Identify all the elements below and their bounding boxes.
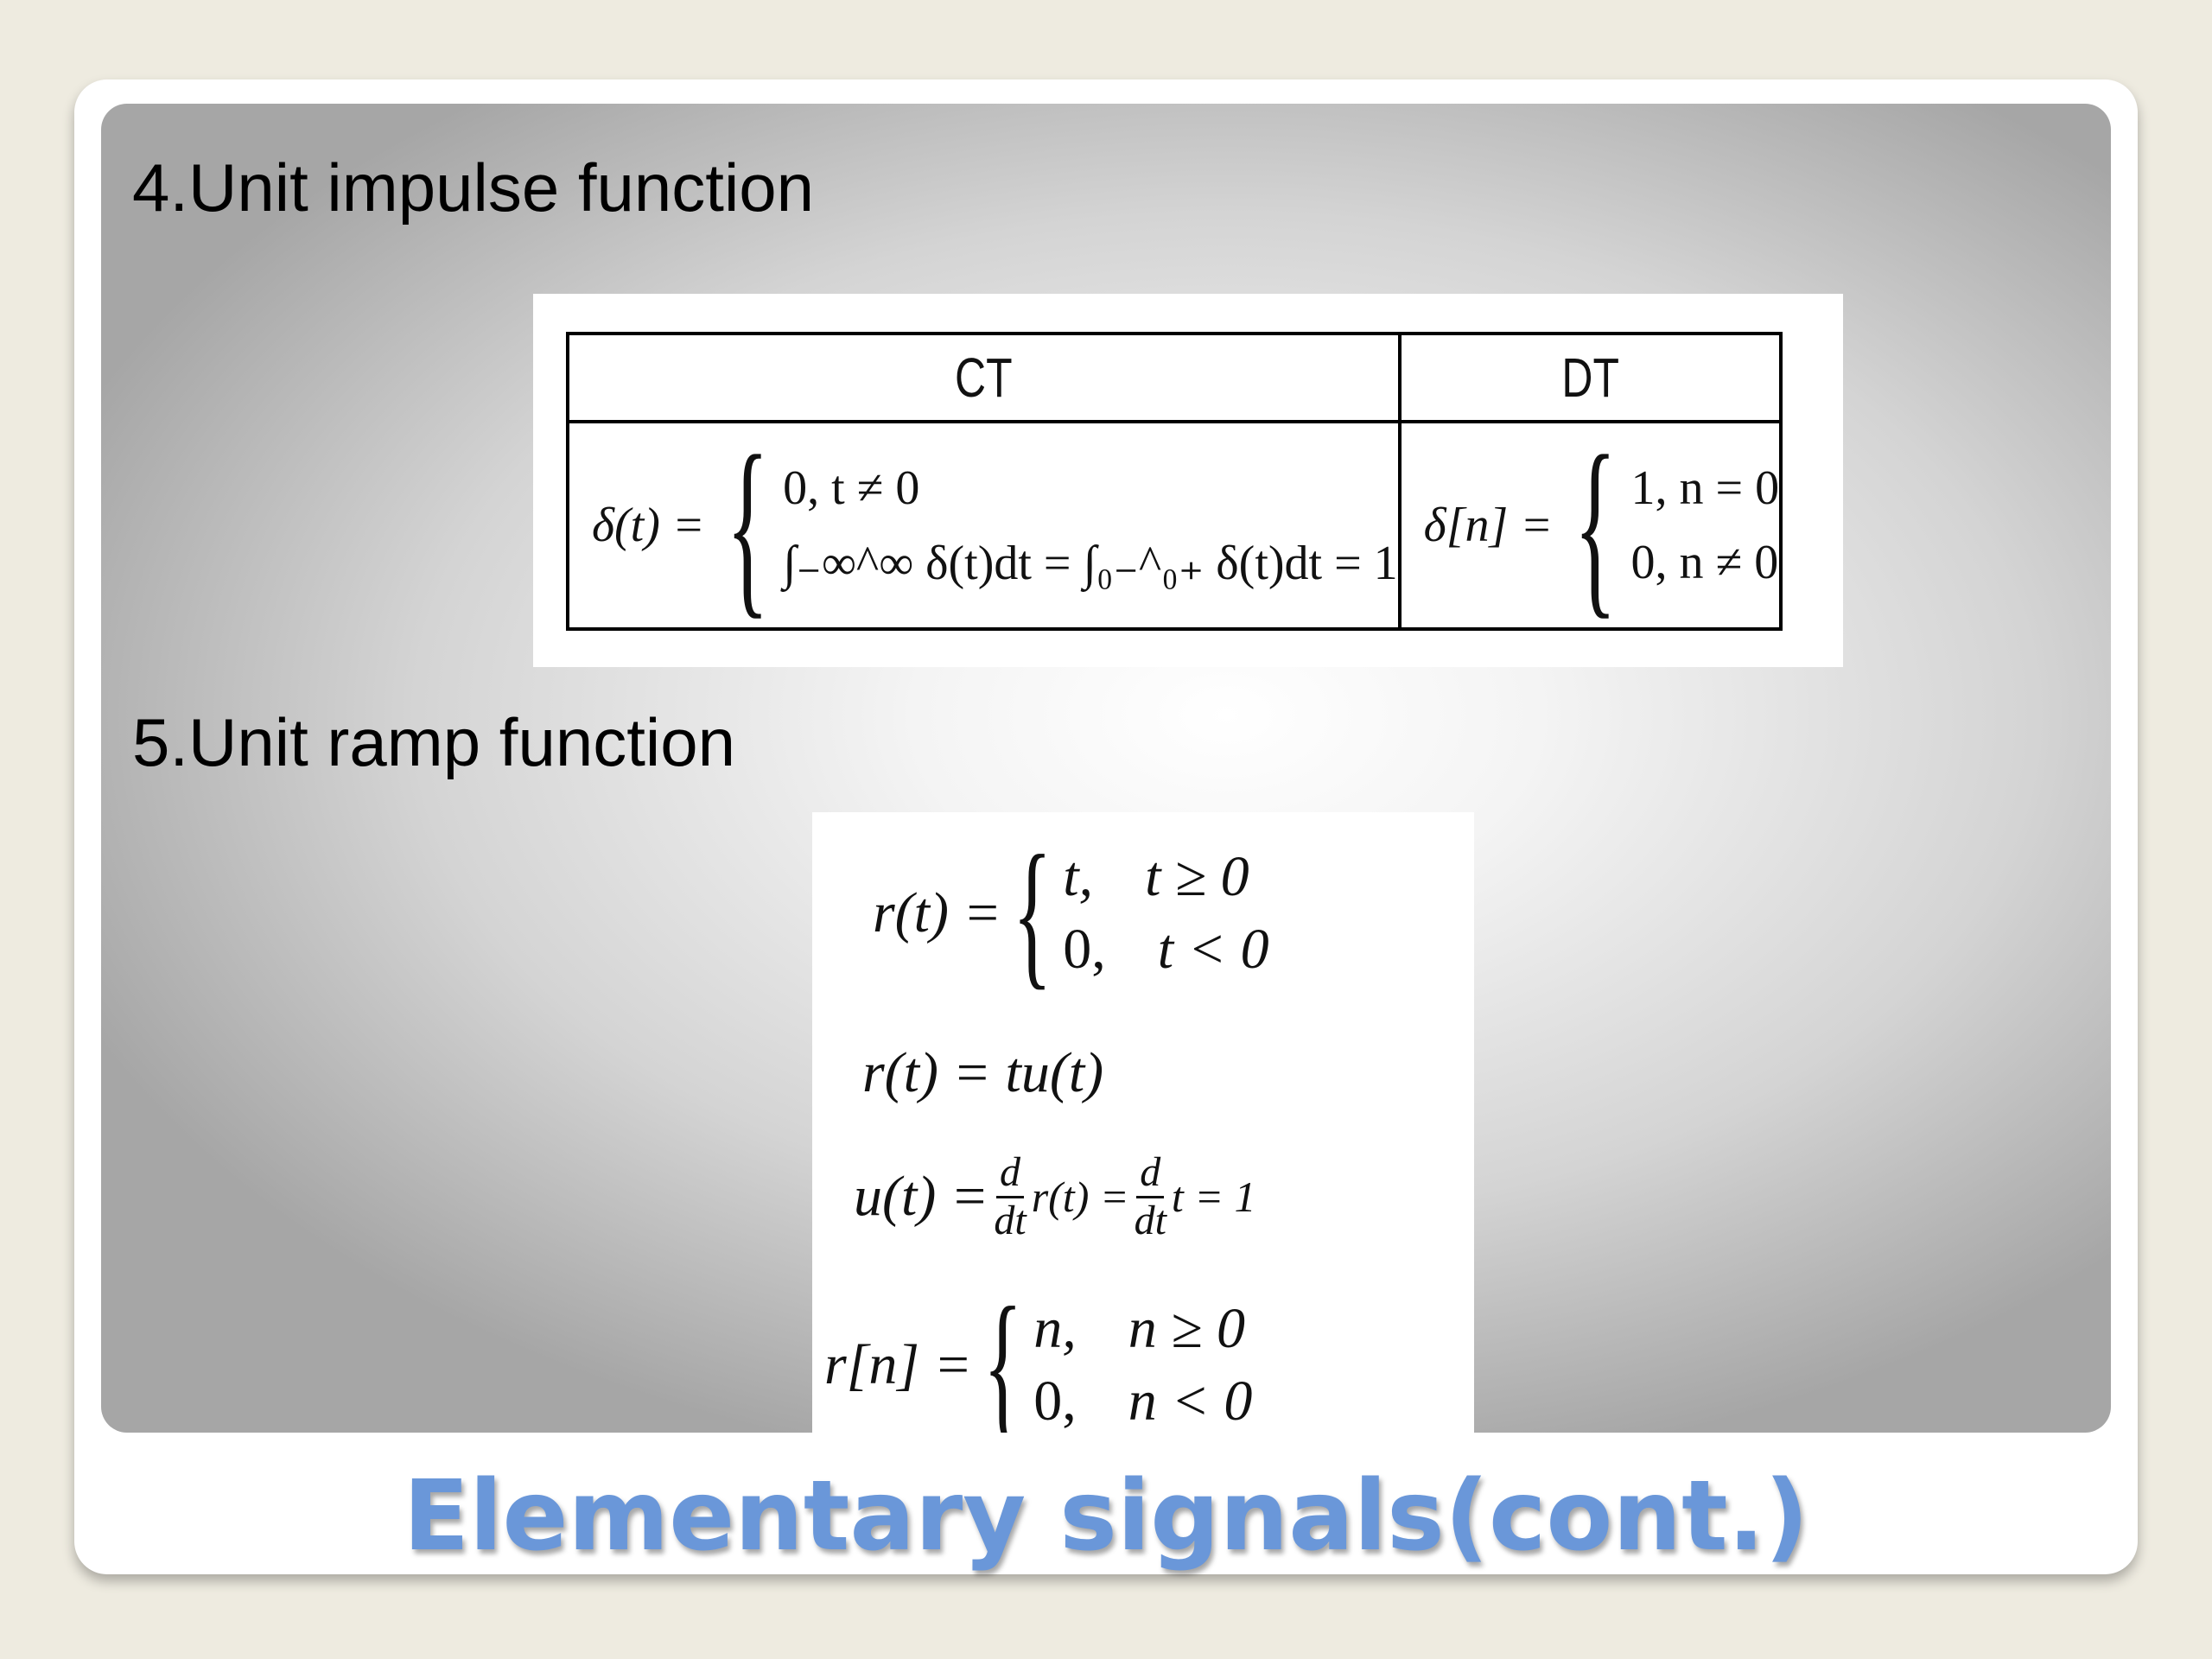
rn-case-1-value: n,: [1033, 1297, 1077, 1360]
dt-case-2: 0, n ≠ 0: [1630, 536, 1779, 589]
impulse-table-header-row: CT DT: [568, 332, 1781, 423]
ct-brace-icon: {: [726, 415, 769, 635]
ct-definition-cell: δ(t) = { 0, t ≠ 0 ∫₋∞^∞ δ(t)dt = ∫₀₋^₀₊ …: [566, 415, 1402, 635]
rn-case-2-cond: n < 0: [1128, 1370, 1253, 1433]
ramp-ut-derivative: u(t) = d dt r(t) = d dt t = 1: [854, 1132, 1256, 1262]
rt-brace-icon: {: [1012, 823, 1052, 1004]
dt-lhs: δ[n] =: [1423, 499, 1554, 552]
dt-definition-cell: δ[n] = { 1, n = 0 0, n ≠ 0: [1397, 415, 1783, 635]
ut-fraction-1: d dt: [994, 1148, 1027, 1243]
impulse-table-row: δ(t) = { 0, t ≠ 0 ∫₋∞^∞ δ(t)dt = ∫₀₋^₀₊ …: [566, 415, 1783, 635]
slide-title: Elementary signals(cont.): [403, 1460, 1809, 1573]
rt-case-2-cond: t < 0: [1157, 918, 1269, 981]
rt-lhs: r(t) =: [873, 881, 1002, 944]
rn-brace-icon: {: [982, 1274, 1023, 1433]
ut-lhs: u(t) =: [854, 1165, 989, 1228]
ct-case-2: ∫₋∞^∞ δ(t)dt = ∫₀₋^₀₊ δ(t)dt = 1: [783, 536, 1398, 590]
ramp-figure: r(t) = { t, t ≥ 0 0, t < 0 r(t) = tu(t) …: [812, 812, 1474, 1433]
ramp-rt-piecewise: r(t) = { t, t ≥ 0 0, t < 0: [873, 831, 1269, 995]
rn-lhs: r[n] =: [824, 1333, 973, 1396]
ct-lhs: δ(t) =: [592, 499, 705, 552]
ut-mid: r(t) =: [1031, 1173, 1129, 1221]
dt-brace-icon: {: [1573, 415, 1618, 635]
rn-case-1-cond: n ≥ 0: [1128, 1297, 1246, 1360]
heading-unit-impulse: 4.Unit impulse function: [132, 149, 815, 226]
rt-case-2-value: 0,: [1063, 918, 1106, 981]
ut-fraction-2: d dt: [1134, 1148, 1166, 1243]
header-ct: CT: [658, 332, 1310, 423]
impulse-table: CT DT δ(t) = { 0, t ≠ 0 ∫₋∞^∞ δ(t)dt = ∫…: [566, 332, 1783, 631]
dt-case-1: 1, n = 0: [1630, 461, 1780, 515]
ut-end: t = 1: [1171, 1173, 1256, 1221]
ramp-rn-piecewise: r[n] = { n, n ≥ 0 0, n < 0: [824, 1283, 1253, 1433]
rt-case-1-value: t,: [1063, 845, 1094, 908]
impulse-figure: CT DT δ(t) = { 0, t ≠ 0 ∫₋∞^∞ δ(t)dt = ∫…: [533, 294, 1843, 667]
ct-case-1: 0, t ≠ 0: [783, 461, 920, 515]
heading-unit-ramp: 5.Unit ramp function: [132, 704, 736, 780]
rt-case-1-cond: t ≥ 0: [1145, 845, 1249, 908]
rn-case-2-value: 0,: [1033, 1370, 1077, 1433]
content-panel: 4.Unit impulse function CT DT δ(t) = { 0…: [101, 104, 2111, 1433]
ramp-rt-product: r(t) = tu(t): [862, 1041, 1104, 1104]
header-dt: DT: [1440, 332, 1741, 423]
